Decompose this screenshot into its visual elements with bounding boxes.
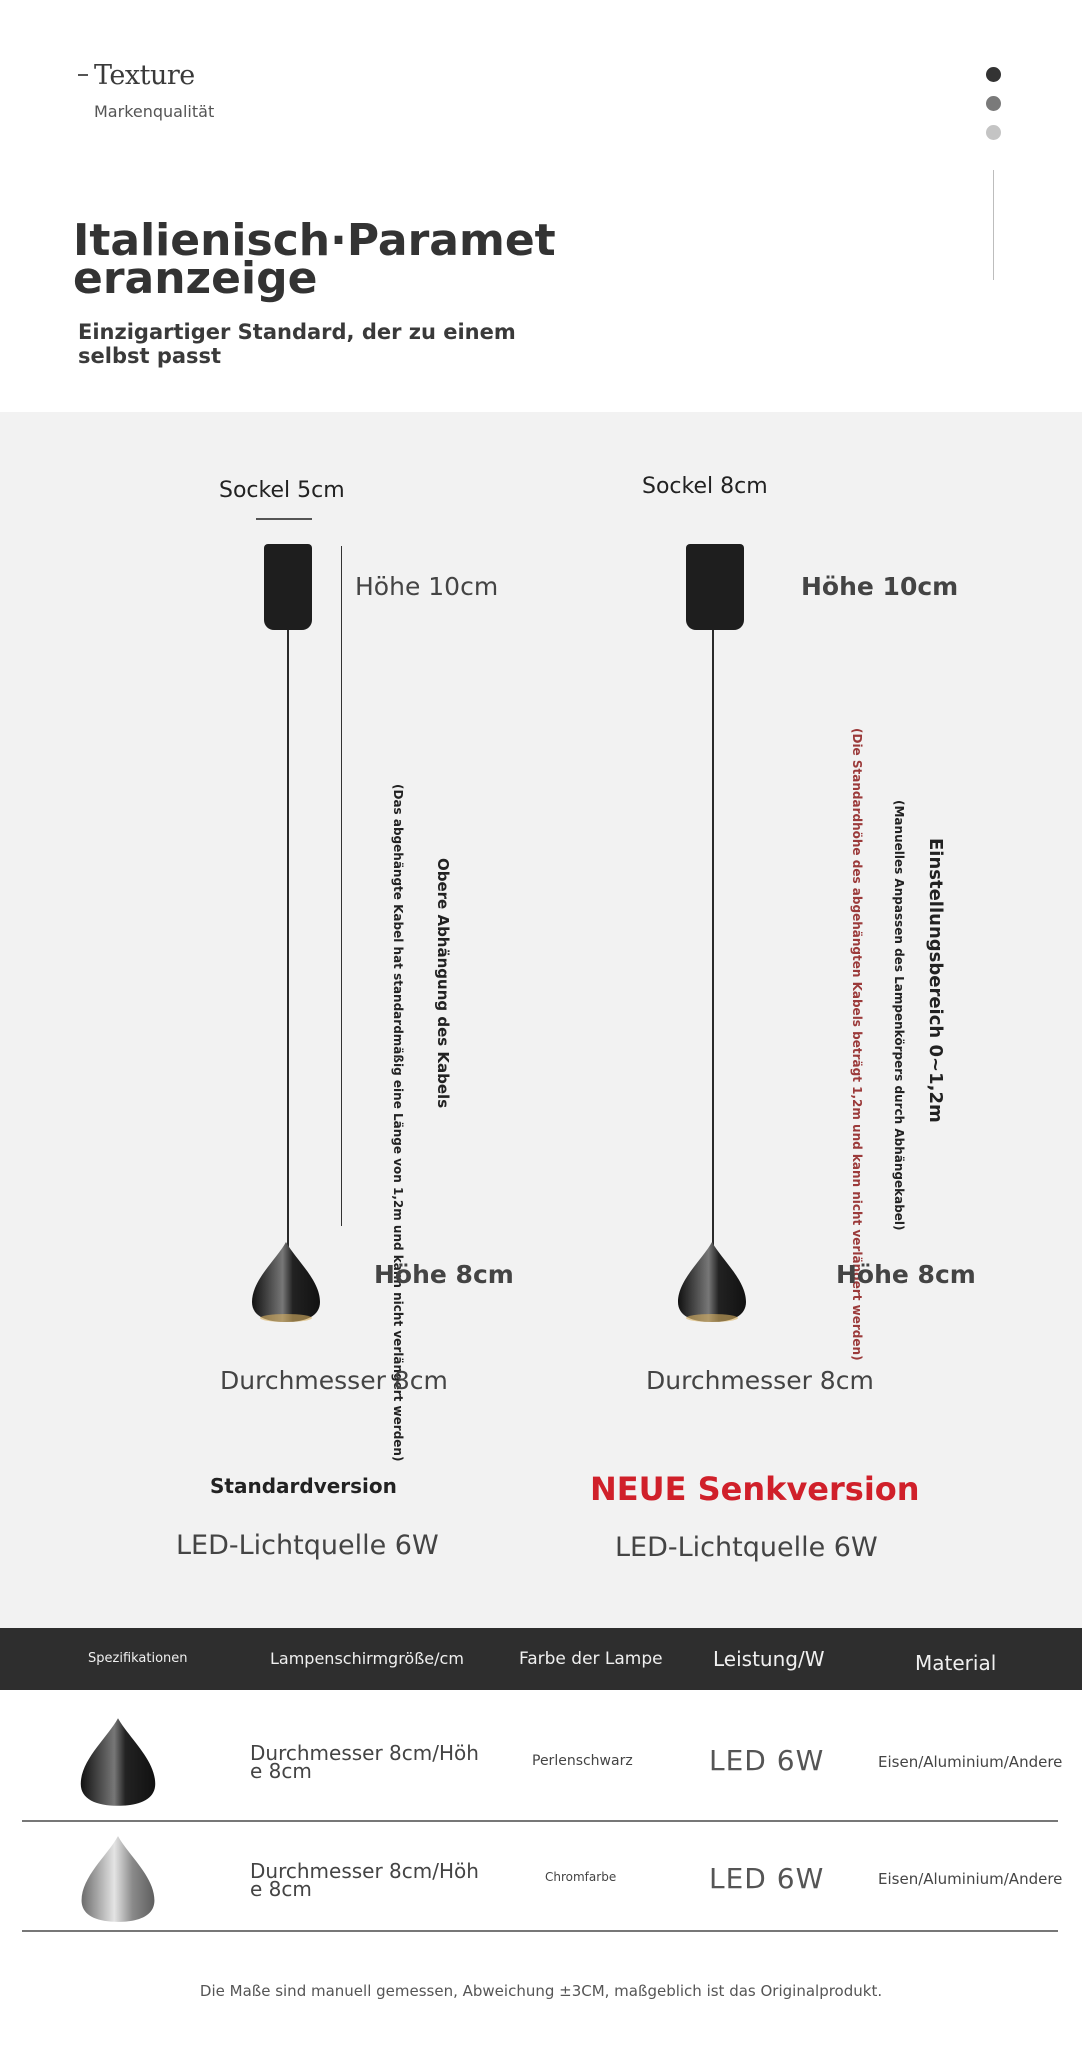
new-base-label: Sockel 8cm — [642, 474, 768, 499]
footer-note: Die Maße sind manuell gemessen, Abweichu… — [199, 1982, 883, 2000]
th-color: Farbe der Lampe — [519, 1649, 663, 1669]
std-diameter-label: Durchmesser 8cm — [220, 1366, 448, 1395]
th-power: Leistung/W — [713, 1647, 825, 1671]
table-row-1-material: Eisen/Aluminium/Andere — [878, 1753, 1063, 1771]
std-height-dimline — [341, 546, 342, 1226]
th-spec: Spezifikationen — [88, 1651, 188, 1666]
table-row-2-material: Eisen/Aluminium/Andere — [878, 1870, 1063, 1888]
table-row-divider-1 — [22, 1820, 1058, 1822]
new-height-shade-label: Höhe 8cm — [836, 1260, 976, 1289]
std-base-dimline — [256, 518, 312, 520]
table-row-2-size: Durchmesser 8cm/Höhe 8cm — [250, 1859, 479, 1901]
diagram-section — [0, 412, 1082, 1628]
std-cable — [287, 630, 289, 1250]
brand-dash — [78, 74, 88, 76]
pager-line — [993, 170, 994, 280]
std-canopy — [264, 544, 312, 630]
std-height-top-label: Höhe 10cm — [355, 572, 499, 601]
table-row-1-image — [80, 1718, 156, 1806]
th-material: Material — [915, 1651, 997, 1675]
th-size: Lampenschirmgröße/cm — [270, 1649, 464, 1668]
std-cable-title: Obere Abhängung des Kabels — [434, 858, 452, 1109]
new-canopy — [686, 544, 744, 630]
new-shade — [678, 1242, 746, 1322]
table-row-divider-2 — [22, 1930, 1058, 1932]
table-row-1-size: Durchmesser 8cm/Höhe 8cm — [250, 1741, 479, 1783]
std-base-label: Sockel 5cm — [219, 478, 345, 503]
new-version-label: NEUE Senkversion — [590, 1470, 920, 1508]
table-row-1-power: LED 6W — [709, 1744, 825, 1777]
table-row-2-image — [81, 1836, 155, 1922]
table-row-2-power: LED 6W — [709, 1862, 825, 1895]
brand-subtitle: Markenqualität — [94, 102, 215, 121]
brand-name: Texture — [94, 60, 195, 91]
pager-dot-2 — [986, 96, 1001, 111]
new-light-label: LED-Lichtquelle 6W — [615, 1532, 878, 1563]
new-height-top-label: Höhe 10cm — [801, 572, 959, 601]
std-height-shade-label: Höhe 8cm — [374, 1260, 514, 1289]
std-shade — [252, 1242, 320, 1322]
std-version-label: Standardversion — [210, 1474, 397, 1498]
header-section — [0, 0, 1082, 412]
pager-dot-1 — [986, 67, 1001, 82]
table-row-2-color: Chromfarbe — [545, 1870, 617, 1884]
page-subtitle: Einzigartiger Standard, der zu einem sel… — [78, 320, 516, 368]
table-header — [0, 1628, 1082, 1690]
new-range-label: Einstellungsbereich 0~1,2m — [925, 838, 946, 1123]
std-cable-note: (Das abgehängte Kabel hat standardmäßig … — [391, 784, 405, 1462]
new-diameter-label: Durchmesser 8cm — [646, 1366, 874, 1395]
std-light-label: LED-Lichtquelle 6W — [176, 1530, 439, 1561]
new-manual-note: (Manuelles Anpassen des Lampenkörpers du… — [892, 800, 906, 1231]
new-cable — [712, 630, 714, 1250]
pager-dot-3 — [986, 125, 1001, 140]
page-title: Italienisch·Parameteranzeige — [73, 215, 556, 304]
table-row-1-color: Perlenschwarz — [532, 1753, 633, 1769]
